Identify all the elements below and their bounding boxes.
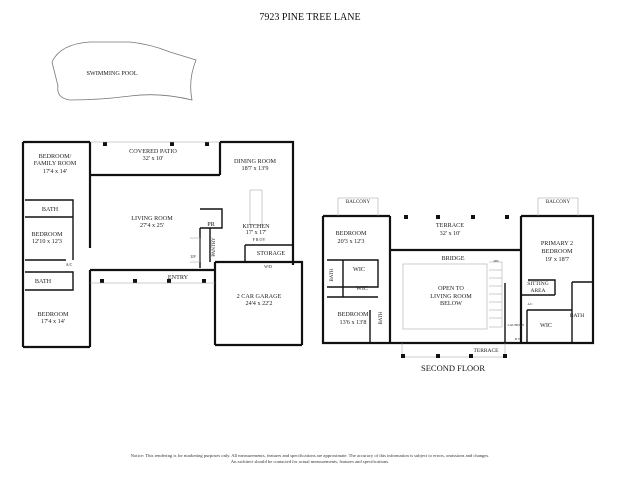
room-label: BALCONY: [346, 200, 371, 205]
room-label: TERRACE: [436, 222, 464, 229]
room-size: 17' x 17': [246, 229, 267, 236]
room-size: 18'7 x 13'9: [242, 165, 269, 172]
room-label: BALCONY: [546, 200, 571, 205]
room-size: 20'3 x 12'3: [338, 238, 365, 245]
first-floor-walls: [21, 140, 304, 349]
room-label: WIC: [356, 285, 368, 292]
room-size: 27'4 x 25': [140, 222, 164, 229]
room-size: 17'4 x 14': [43, 168, 67, 175]
room-label: BEDROOM: [32, 231, 63, 238]
room-size: 32' x 10': [440, 230, 461, 237]
room-label: STORAGE: [257, 250, 286, 257]
stairs-label: UP: [190, 254, 196, 259]
room-label: BATH: [35, 278, 52, 285]
room-label: W/D: [264, 264, 272, 269]
room-size: 19' x 18'7: [545, 256, 569, 263]
second-floor-labels: BALCONY BALCONY BEDROOM 20'3 x 12'3 TERR…: [330, 200, 584, 373]
room-label: WIC: [540, 322, 552, 329]
room-label: FAMILY ROOM: [34, 160, 77, 167]
room-size: 32' x 10': [143, 155, 164, 162]
room-label: BEDROOM: [542, 248, 573, 255]
room-label: DINING ROOM: [234, 158, 277, 165]
room-label: SITTING: [527, 281, 548, 287]
room-label: BATH: [570, 313, 584, 319]
room-label: WIC: [353, 266, 365, 273]
room-label: A/C: [527, 302, 532, 306]
room-label: LIVING ROOM: [131, 215, 173, 222]
room-label: BEDROOM/: [39, 153, 72, 160]
room-label: BRIDGE: [441, 255, 464, 262]
pool-label: SWIMMING POOL: [86, 70, 137, 77]
room-label: PRIMARY 2: [541, 240, 573, 247]
room-label: PANTRY: [212, 237, 217, 257]
room-label: BEDROOM: [38, 311, 69, 318]
property-title: 7923 PINE TREE LANE: [259, 12, 360, 23]
open-area-label: OPEN TO: [438, 285, 464, 292]
room-label: 2 CAR GARAGE: [237, 293, 282, 300]
room-label: D W: [515, 337, 522, 341]
room-label: ENTRY: [168, 274, 189, 281]
room-label: BATH: [379, 311, 384, 324]
open-area-label: BELOW: [440, 300, 462, 307]
room-label: TERRACE: [473, 348, 499, 354]
appliance-labels: F R OV: [253, 237, 266, 242]
room-label: PR: [207, 221, 215, 228]
room-label: KITCHEN: [242, 223, 270, 230]
swimming-pool: [51, 41, 197, 101]
room-label: BATH: [42, 206, 59, 213]
room-label: BEDROOM: [336, 230, 367, 237]
room-label: A/C: [66, 262, 73, 267]
room-size: 13'6 x 13'8: [340, 319, 367, 326]
room-label: BATH: [330, 268, 335, 281]
open-area-label: LIVING ROOM: [430, 293, 472, 300]
room-label: LAUNDRY: [508, 323, 525, 327]
second-floor-walls: [321, 197, 595, 358]
room-label: AREA: [531, 288, 546, 294]
stairs-label: DN: [493, 259, 499, 263]
room-size: 24'4 x 22'2: [246, 300, 273, 307]
floor-label: SECOND FLOOR: [421, 363, 485, 373]
room-label: COVERED PATIO: [129, 148, 177, 155]
room-size: 12'10 x 12'3: [32, 238, 62, 245]
room-label: BEDROOM: [338, 311, 369, 318]
room-size: 17'4 x 14': [41, 318, 65, 325]
disclaimer-notice: Notice: This rendering is for marketing …: [130, 453, 490, 464]
first-floor-labels: BEDROOM/ FAMILY ROOM 17'4 x 14' COVERED …: [32, 148, 286, 325]
